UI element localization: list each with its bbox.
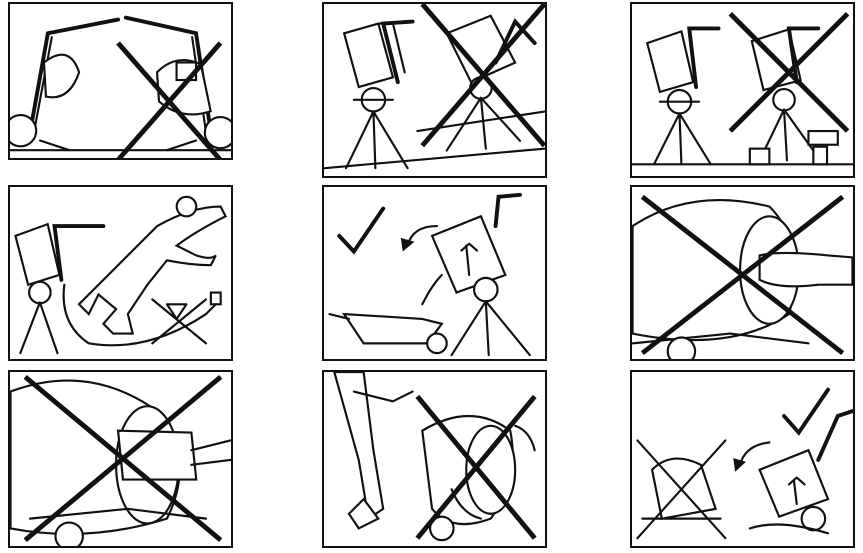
panel-tool-in-drum xyxy=(8,370,233,548)
mixer-on-slope-illustration xyxy=(324,4,545,170)
empty-drum-correctly-illustration xyxy=(636,387,853,540)
panel-hand-in-drum xyxy=(630,185,855,361)
hand-in-drum-illustration xyxy=(632,194,853,359)
trip-over-cable-illustration xyxy=(14,195,227,355)
handle-collision-illustration xyxy=(10,15,231,158)
hand-on-drum-illustration xyxy=(333,372,537,542)
panel-hand-on-drum xyxy=(322,370,547,548)
allowed-check xyxy=(337,206,386,255)
panel-trip-over-cable xyxy=(8,185,233,361)
panel-mixer-uneven-ground xyxy=(630,2,855,178)
panel-mixer-on-slope xyxy=(322,2,547,178)
tilt-into-wheelbarrow-illustration xyxy=(328,192,531,357)
tool-in-drum-illustration xyxy=(10,375,231,546)
panel-tilt-into-wheelbarrow xyxy=(322,185,547,361)
panel-handle-collision xyxy=(8,2,233,160)
mixer-uneven-ground-illustration xyxy=(632,12,853,166)
allowed-check xyxy=(782,387,830,436)
panel-empty-drum-correctly xyxy=(630,370,855,548)
